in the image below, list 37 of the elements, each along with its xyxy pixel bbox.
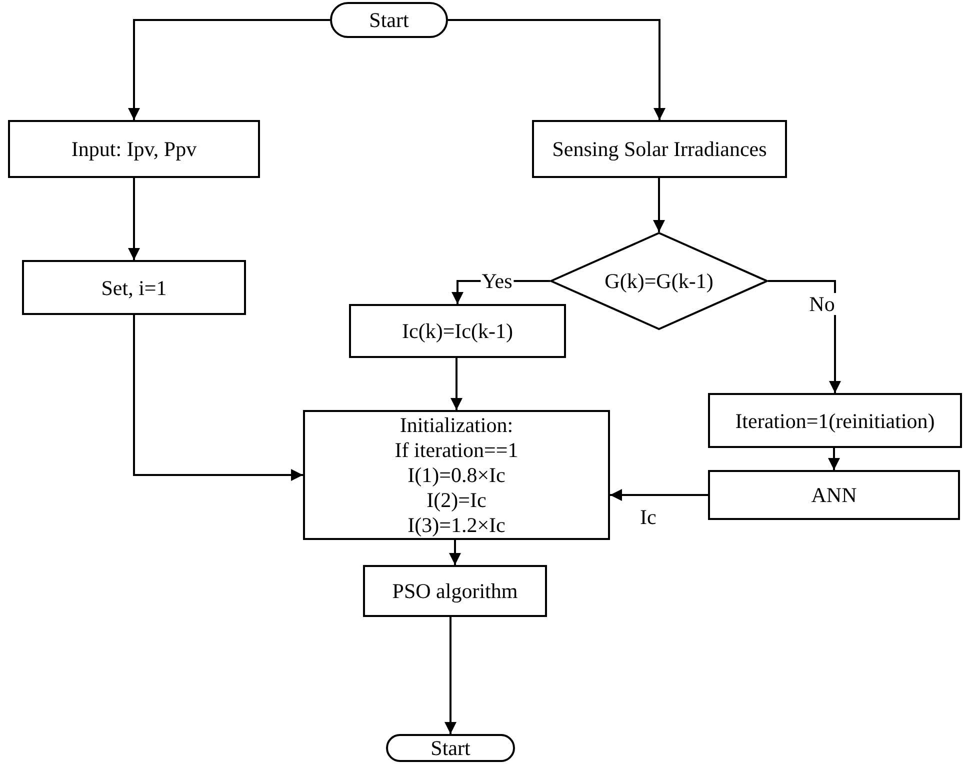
signal-label: Ic bbox=[640, 505, 656, 529]
box-label: G(k)=G(k-1) bbox=[604, 268, 714, 294]
arrow bbox=[653, 178, 665, 232]
arrow bbox=[768, 280, 841, 393]
box-label: I(2)=Ic bbox=[426, 488, 486, 512]
arrow bbox=[133, 315, 303, 481]
arrow bbox=[128, 19, 330, 120]
box-label: Ic(k)=Ic(k-1) bbox=[402, 318, 513, 344]
box-label: Sensing Solar Irradiances bbox=[552, 136, 767, 162]
box-label: Input: Ipv, Ppv bbox=[71, 136, 197, 162]
box-label: Start bbox=[430, 735, 470, 761]
arrow bbox=[449, 540, 461, 565]
process-box bbox=[532, 120, 787, 178]
box-label: Start bbox=[369, 7, 409, 33]
arrow bbox=[610, 489, 708, 501]
process-box bbox=[303, 410, 610, 540]
process-box bbox=[708, 393, 962, 448]
arrow bbox=[444, 617, 456, 734]
box-label: PSO algorithm bbox=[392, 578, 518, 604]
box-label: Initialization: bbox=[400, 412, 514, 438]
box-label: Set, i=1 bbox=[101, 274, 167, 300]
arrow bbox=[828, 448, 840, 470]
arrow bbox=[128, 178, 140, 260]
process-box bbox=[708, 470, 960, 520]
box-label: ANN bbox=[811, 482, 857, 508]
process-box bbox=[22, 260, 246, 315]
arrow bbox=[450, 358, 462, 410]
process-box bbox=[8, 120, 260, 178]
box-label: I(1)=0.8×Ic bbox=[408, 462, 506, 488]
process-box bbox=[363, 565, 547, 617]
arrow bbox=[448, 19, 666, 120]
box-label: Iteration=1(reinitiation) bbox=[735, 408, 935, 434]
box-label: If iteration==1 bbox=[394, 438, 518, 462]
edge-label: No bbox=[808, 293, 836, 315]
box-label: I(3)=1.2×Ic bbox=[408, 512, 506, 538]
decision-diamond bbox=[550, 232, 768, 330]
process-box bbox=[349, 304, 566, 358]
